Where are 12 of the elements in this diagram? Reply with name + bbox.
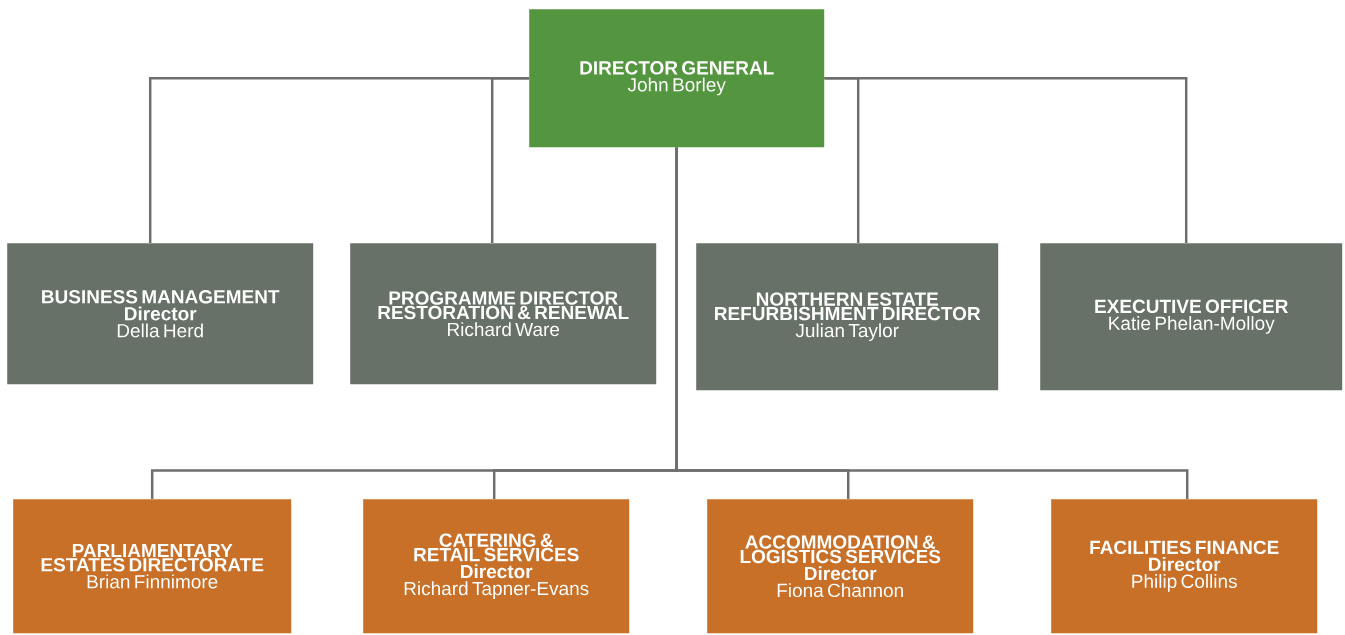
org-box: BUSINESS MANAGEMENT Director Della Herd xyxy=(7,243,314,385)
org-box: DIRECTOR GENERAL John Borley xyxy=(529,9,825,148)
org-box: PARLIAMENTARY ESTATES DIRECTORATE Brian Finnimore xyxy=(13,499,292,634)
org-box: ACCOMMODATION & LOGISTICS SERVICES Director Fiona Channon xyxy=(707,499,974,634)
org-box: EXECUTIVE OFFICER Katie Phelan-Molloy xyxy=(1040,243,1343,391)
connector-line xyxy=(490,76,529,243)
connector-line xyxy=(824,76,1188,243)
org-box: PROGRAMME DIRECTOR RESTORATION & RENEWAL Richard Ware xyxy=(350,243,657,385)
org-box: FACILITIES FINANCE Director Philip Collins xyxy=(1051,499,1318,634)
org-box: CATERING & RETAIL SERVICES Director Richard Tapner-Evans xyxy=(363,499,630,634)
connector-line xyxy=(675,147,1189,499)
org-box: NORTHERN ESTATE REFURBISHMENT DIRECTOR Julian Taylor xyxy=(696,243,999,391)
